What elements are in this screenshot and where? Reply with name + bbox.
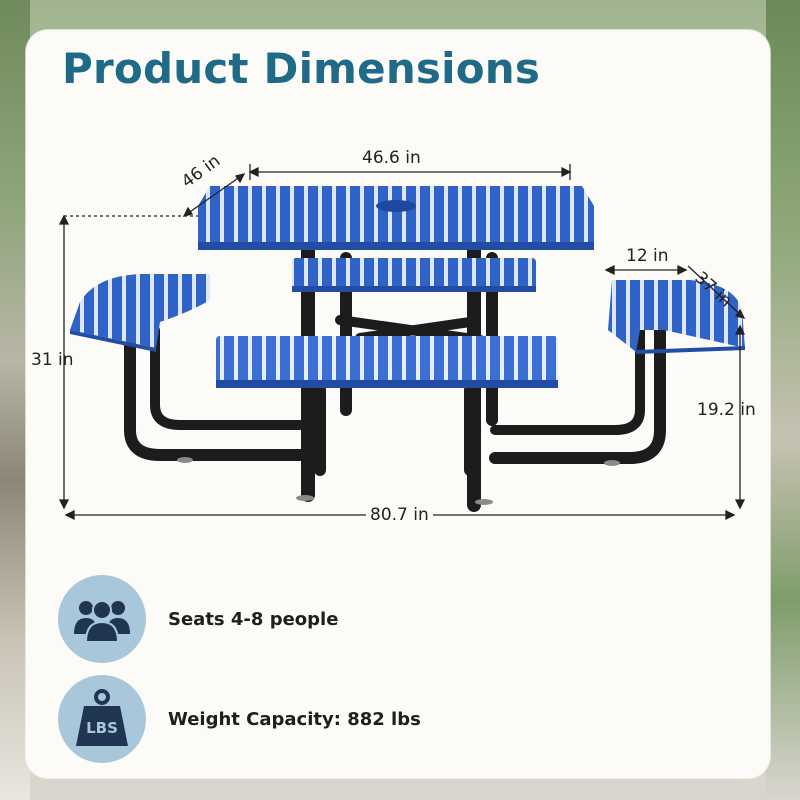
dimension-label-table-width: 46.6 in xyxy=(362,148,421,168)
dimension-label-overall-width: 80.7 in xyxy=(366,505,433,525)
table-top xyxy=(198,186,594,250)
people-icon xyxy=(74,600,130,643)
weight-icon: LBS xyxy=(76,689,128,746)
weight-icon-label: LBS xyxy=(86,719,118,737)
feature-weight-text: Weight Capacity: 882 lbs xyxy=(168,708,421,730)
weight-icon-circle: LBS xyxy=(58,675,146,763)
back-bench xyxy=(292,258,536,292)
frame-feet xyxy=(177,457,620,505)
background-scenery-right xyxy=(766,0,800,800)
feature-seating-text: Seats 4-8 people xyxy=(168,608,339,630)
feature-weight: LBS Weight Capacity: 882 lbs xyxy=(58,674,658,764)
dimension-lines xyxy=(58,164,746,521)
page-title: Product Dimensions xyxy=(62,44,541,93)
right-bench xyxy=(608,280,745,354)
people-icon-circle xyxy=(58,575,146,663)
front-bench xyxy=(216,336,558,388)
dimension-label-seat-height: 19.2 in xyxy=(697,400,756,420)
left-bench xyxy=(70,274,210,352)
background-scenery-left xyxy=(0,0,30,800)
dimension-label-seat-width: 12 in xyxy=(626,246,669,266)
feature-seating: Seats 4-8 people xyxy=(58,574,658,664)
dimension-label-total-height: 31 in xyxy=(31,350,74,370)
